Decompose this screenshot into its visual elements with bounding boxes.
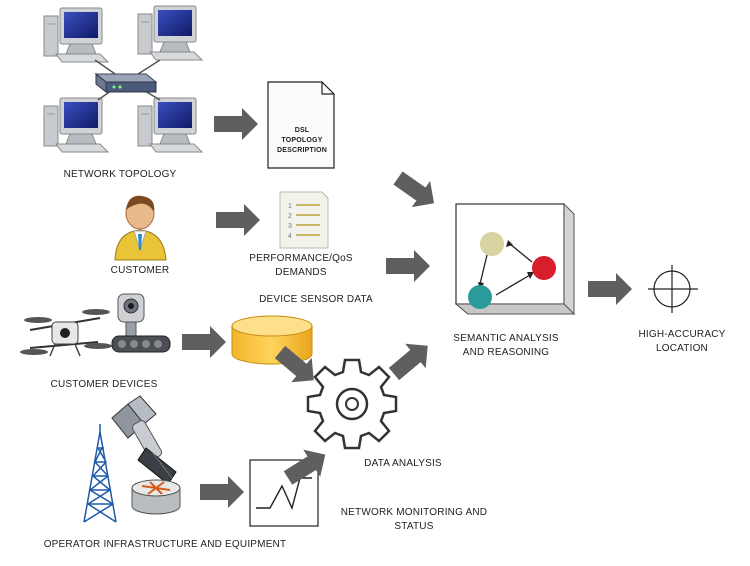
database-icon	[231, 315, 313, 365]
flow-arrows	[182, 108, 632, 508]
semantic-analysis-label: SEMANTIC ANALYSIS AND REASONING	[453, 333, 559, 358]
data-analysis-label: DATA ANALYSIS	[364, 458, 442, 469]
arrow-devices-to-database	[182, 326, 226, 358]
dsl-document-icon	[267, 81, 335, 169]
semantic-graph-box	[454, 202, 576, 316]
arrow-customer-to-qos	[216, 204, 260, 236]
customer-person-icon	[114, 195, 167, 261]
device-sensor-data-label: DEVICE SENSOR DATA	[259, 294, 373, 305]
arrow-dsl-to-semantic	[393, 171, 435, 208]
arrow-topology-to-dsl	[214, 108, 258, 140]
drone-icon	[20, 309, 112, 357]
arrow-semantic-to-location	[588, 273, 632, 305]
gear-icon	[306, 358, 398, 450]
arrow-operator-to-monitoring	[200, 476, 244, 508]
dsl-topology-label: DSL TOPOLOGY DESCRIPTION	[276, 127, 328, 154]
arrow-monitoring-to-gear	[283, 449, 326, 485]
arrow-gear-to-semantic	[388, 343, 428, 381]
high-accuracy-location-label: HIGH-ACCURACY LOCATION	[638, 329, 726, 354]
satellite-icon	[111, 395, 177, 485]
operator-infrastructure-label: OPERATOR INFRASTRUCTURE AND EQUIPMENT	[43, 539, 287, 550]
qos-list-number: 1	[288, 203, 292, 210]
cell-tower-icon	[83, 424, 117, 523]
qos-list-number: 4	[288, 233, 292, 240]
customer-devices-label: CUSTOMER DEVICES	[50, 379, 158, 390]
robot-icon	[111, 293, 171, 353]
network-topology-label: NETWORK TOPOLOGY	[63, 169, 177, 180]
qos-document-icon: 1 2 3 4	[279, 191, 329, 249]
network-monitoring-label: NETWORK MONITORING AND STATUS	[340, 507, 488, 532]
crosshair-icon	[648, 265, 698, 313]
network-topology-icon	[43, 5, 203, 153]
arrow-database-to-gear	[274, 345, 314, 383]
router-icon	[131, 479, 181, 515]
qos-list-number: 2	[288, 213, 292, 220]
qos-list-number: 3	[288, 223, 292, 230]
performance-qos-label: PERFORMANCE/QoS DEMANDS	[249, 253, 353, 278]
customer-label: CUSTOMER	[110, 265, 170, 276]
arrow-qos-to-semantic	[386, 250, 430, 282]
